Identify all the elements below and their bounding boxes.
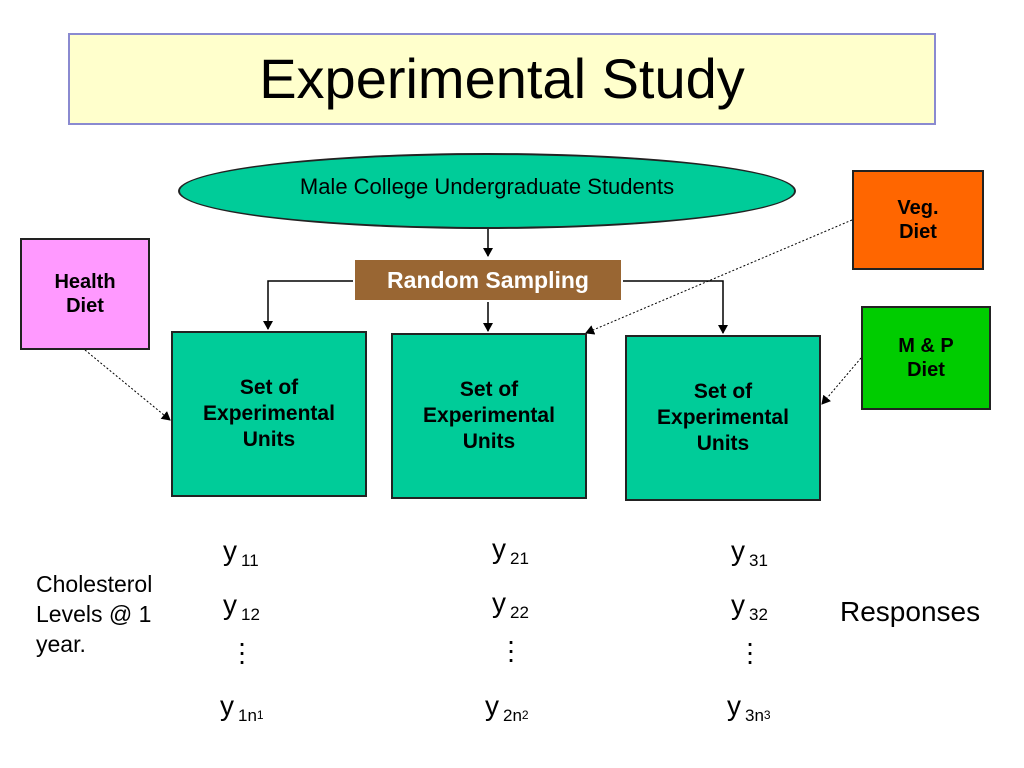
response-subscript: 32 (749, 605, 768, 624)
population-label: Male College Undergraduate Students (299, 174, 675, 199)
response-y-symbol: y (731, 535, 745, 566)
arrow-sampling-to-unit-3 (623, 280, 728, 334)
response-subscript: 2n (503, 706, 522, 725)
responses-label: Responses (840, 596, 981, 627)
vertical-ellipsis-1: ··· (237, 627, 247, 677)
response-y-symbol: y (731, 589, 745, 620)
response-y-symbol: y (223, 589, 237, 620)
random-sampling-label: Random Sampling (387, 266, 589, 293)
title-box: Experimental Study (68, 33, 936, 125)
dotted-arrow-mp (821, 357, 862, 405)
response-y-symbol: y (492, 533, 506, 564)
response-subscript: 11 (241, 551, 259, 570)
page-title: Experimental Study (259, 47, 745, 110)
mp-diet-box: M & P Diet (861, 306, 991, 410)
experimental-units-box-1: Set of Experimental Units (171, 331, 367, 497)
response-subscript: 1n (238, 706, 257, 725)
response-y-symbol: y (492, 587, 506, 618)
experimental-units-label-3: Set of Experimental Units (657, 379, 789, 456)
response-subscript: 31 (749, 551, 768, 570)
vertical-ellipsis-3: ··· (745, 627, 755, 677)
random-sampling-box: Random Sampling (353, 258, 623, 302)
response-subscript: 22 (510, 603, 529, 622)
response-y-symbol: y (220, 690, 234, 721)
response-subscript-n: 3 (763, 708, 771, 722)
experimental-units-label-1: Set of Experimental Units (203, 375, 335, 452)
veg-diet-label: Veg. Diet (897, 197, 939, 243)
response-subscript-n: 1 (256, 708, 264, 722)
response-subscript: 3n (745, 706, 764, 725)
dotted-arrow-veg (585, 219, 853, 335)
arrow-sampling-to-unit-1 (263, 280, 353, 330)
population-ellipse: Male College Undergraduate Students (178, 153, 796, 229)
dotted-arrow-health (84, 349, 171, 421)
veg-diet-box: Veg. Diet (852, 170, 984, 270)
response-y-symbol: y (485, 690, 499, 721)
response-subscript: 21 (510, 549, 529, 568)
experimental-units-label-2: Set of Experimental Units (423, 377, 555, 454)
cholesterol-label: Cholesterol Levels @ 1 year. (36, 571, 153, 657)
vertical-ellipsis-2: ··· (506, 625, 516, 675)
response-subscript-n: 2 (521, 708, 529, 722)
health-diet-box: Health Diet (20, 238, 150, 350)
mp-diet-label: M & P Diet (898, 335, 954, 381)
response-y-symbol: y (727, 690, 741, 721)
response-y-symbol: y (223, 535, 237, 566)
health-diet-label: Health Diet (54, 271, 116, 317)
response-subscript: 12 (241, 605, 260, 624)
experimental-units-box-3: Set of Experimental Units (625, 335, 821, 501)
experimental-units-box-2: Set of Experimental Units (391, 333, 587, 499)
